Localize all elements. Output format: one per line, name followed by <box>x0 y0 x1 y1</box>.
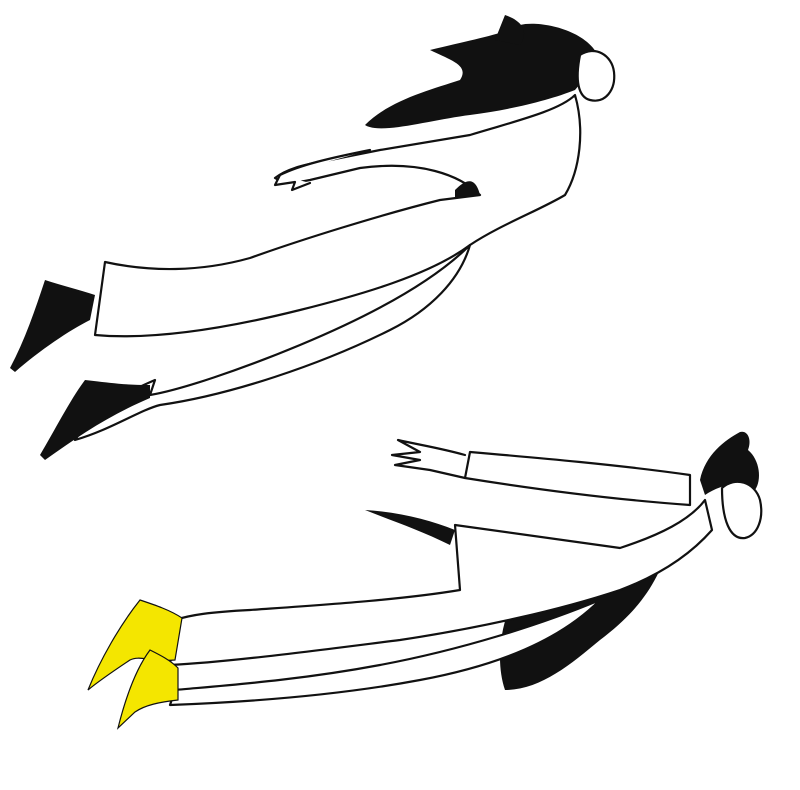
face-bottom <box>720 480 763 540</box>
hair-strand-top <box>495 15 525 45</box>
flying-figure-top <box>10 15 616 460</box>
shoe-bottom-1 <box>87 599 183 691</box>
hair-streak-bottom <box>365 510 455 545</box>
shoe-top-2 <box>40 380 150 460</box>
arm-bottom <box>390 438 692 507</box>
leg-lower-top <box>73 243 472 442</box>
hair-top <box>365 23 600 129</box>
shoe-top-1 <box>10 280 95 372</box>
armpit-shadow-top <box>455 181 480 198</box>
arm-top <box>273 148 372 192</box>
flying-figure-bottom <box>87 431 763 730</box>
shoe-bottom-2 <box>116 649 179 730</box>
body-bottom <box>168 498 714 667</box>
hair-bottom <box>700 431 760 495</box>
face-top <box>576 49 616 102</box>
body-top <box>93 93 582 338</box>
